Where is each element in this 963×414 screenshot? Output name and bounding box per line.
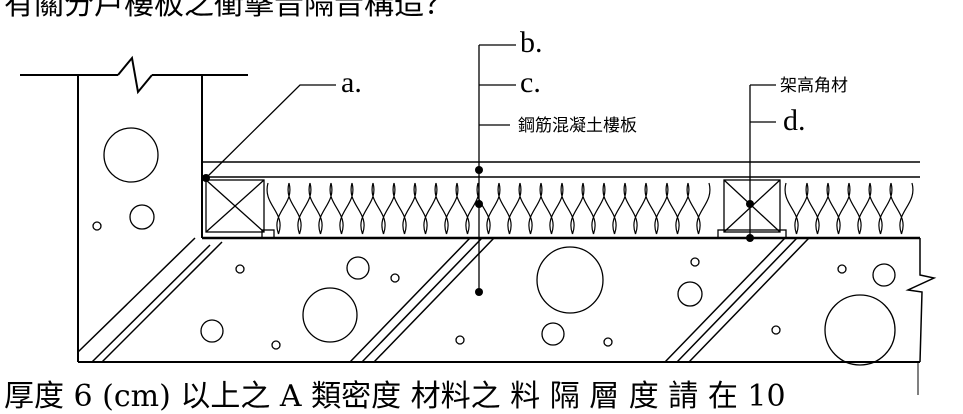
leader-lines (205, 44, 776, 292)
aggregate-circles (92, 127, 896, 366)
wall (20, 55, 248, 362)
insulation-loop (266, 182, 711, 235)
question-text-top: 有關分戶樓板之衝擊音隔音構造？ (4, 0, 454, 22)
label-b: b. (520, 26, 543, 59)
label-batten: 架高角材 (780, 76, 848, 96)
slab-hatch (77, 237, 810, 363)
label-a: a. (341, 66, 362, 99)
batten-blocks (205, 179, 787, 239)
insulation-loop (784, 182, 914, 235)
leader-dots (202, 166, 754, 296)
label-c: c. (520, 66, 541, 99)
question-text-bottom: 厚度 6 (cm) 以上之 A 類密度 材料之 料 隔 層 度 請 在 10 (4, 379, 786, 414)
floor-layers (78, 161, 937, 395)
insulation-layer (266, 182, 914, 235)
label-slab: 鋼筋混凝土樓板 (518, 116, 637, 136)
label-d: d. (783, 104, 806, 137)
